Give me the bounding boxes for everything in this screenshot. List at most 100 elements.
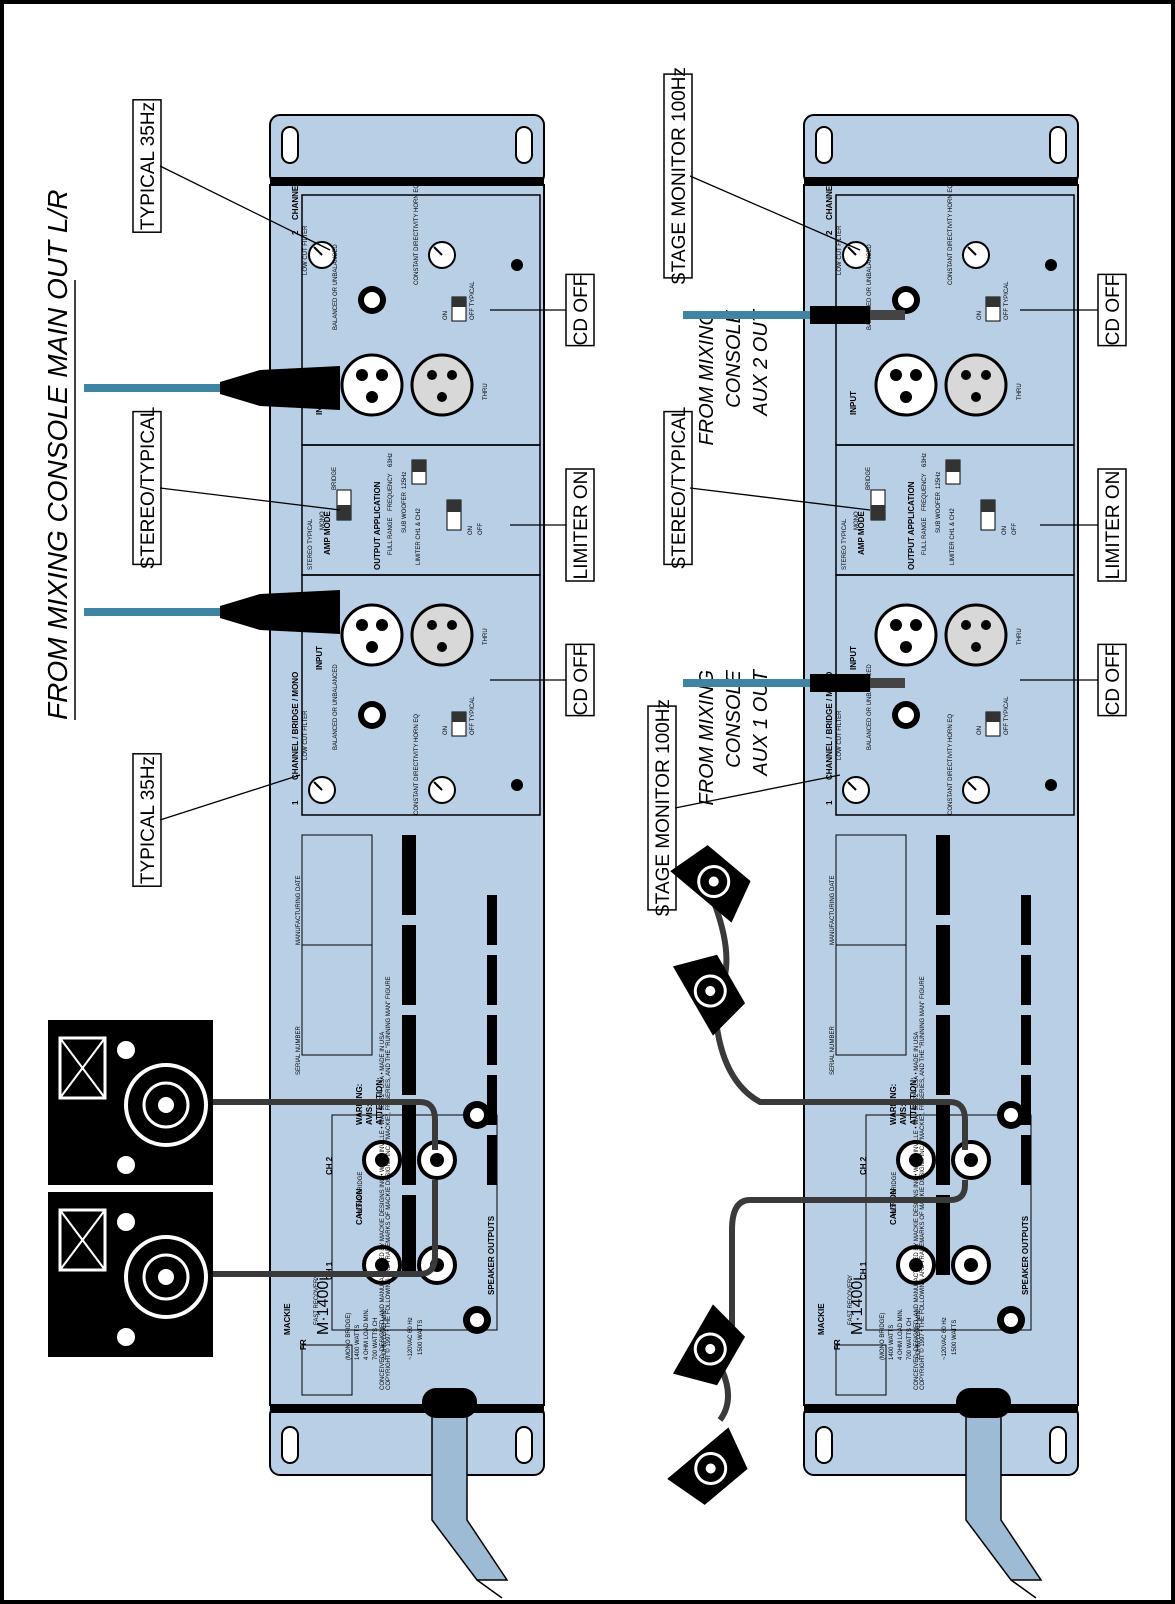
left-ch2-label: CHANNEL	[291, 181, 300, 220]
right-ch1-jack-plug-tip	[870, 678, 905, 688]
right-callout-limiter-text: LIMITER ON	[1103, 471, 1124, 580]
right-outapp-opt-2: FREQUENCY	[922, 473, 928, 511]
right-ch1-lowcut: LOW CUT FILTER	[837, 710, 843, 760]
right-callout-ch2-filter: STAGE MONITOR 100Hz	[663, 67, 693, 285]
left-ch1-label: CHANNEL / BRIDGE / MONO	[291, 672, 300, 780]
left-avis: AVIS:	[365, 1104, 374, 1125]
left-spk-ch1: CH 1	[325, 1261, 334, 1280]
left-brand: MACKIE	[283, 1303, 292, 1335]
left-output-app: OUTPUT APPLICATION	[373, 481, 382, 570]
left-callout-ch2-cd-text: CD OFF	[571, 275, 592, 346]
right-ch2-off: OFF TYPICAL	[1004, 281, 1010, 320]
right-ampmode: AMP MODE	[857, 510, 866, 555]
left-leader-ch2-filter	[159, 165, 331, 251]
left-spec-3: 700 WATTS CH	[373, 1318, 379, 1360]
left-speaker-ch1	[48, 1192, 213, 1357]
right-monitor-2a	[670, 845, 751, 923]
left-ch2-balanced: BALANCED OR UNBALANCED	[333, 244, 339, 330]
left-ampmode: AMP MODE	[323, 510, 332, 555]
right-ch2-lowcut: LOW CUT FILTER	[837, 225, 843, 275]
left-made-in: CONCEIVED, DESIGNED, AND MANUFACTURED BY…	[380, 1032, 386, 1390]
right-spec-2: 4 OHM LOAD MIN.	[898, 1308, 904, 1360]
right-source-ch2-1: CONSOLE	[723, 309, 745, 407]
right-outapp-opt-0: FULL RANGE	[922, 518, 928, 555]
left-outapp-opt-2: FREQUENCY	[388, 473, 394, 511]
left-ch1-off: OFF TYPICAL	[470, 696, 476, 735]
right-power-cord-plug	[956, 1388, 1011, 1418]
right-callout-ch1-cd: CD OFF	[1097, 643, 1127, 717]
left-power-0: ~120VAC 60 Hz	[408, 1317, 414, 1360]
left-outapp-opt-4: 63Hz	[388, 453, 394, 467]
left-leader-ch1-filter	[159, 774, 301, 821]
left-callout-ch2-cd: CD OFF	[565, 273, 595, 347]
right-output-app: OUTPUT APPLICATION	[907, 481, 916, 570]
right-ch2-thru: THRU	[1017, 383, 1023, 400]
right-callout-amp-mode-text: STEREO/TYPICAL	[669, 407, 690, 570]
right-ch1-jack-plug	[683, 674, 905, 692]
right-leader-amp-mode	[689, 487, 871, 511]
right-limiter-opt-1: OFF	[1012, 523, 1018, 535]
right-callout-ch1-filter-text: STAGE MONITOR 100Hz	[653, 699, 674, 917]
right-ch2-input: INPUT	[849, 391, 858, 415]
left-ch2-on: ON	[443, 311, 449, 320]
right-monitor-2b	[672, 954, 746, 1036]
left-ch1-input: INPUT	[315, 646, 324, 670]
right-outapp-opt-1: SUB WOOFER	[936, 491, 942, 533]
left-ampmode-opt-2: BRIDGE	[332, 467, 338, 490]
left-callout-ch2-filter: TYPICAL 35Hz	[132, 99, 162, 233]
right-source-ch1-0: FROM MIXING	[696, 670, 718, 806]
left-ch2-lowcut: LOW CUT FILTER	[303, 225, 309, 275]
right-monitor-1a	[672, 1304, 746, 1386]
left-spec-2: 4 OHM LOAD MIN.	[364, 1308, 370, 1360]
right-outapp-opt-3: 125Hz	[936, 472, 942, 489]
left-ampmode-opt-1: MONO	[320, 511, 326, 530]
left-speaker-ch2	[48, 1020, 213, 1185]
left-limiter: LIMITER CH1 & CH2	[416, 508, 422, 565]
left-heading: FROM MIXING CONSOLE MAIN OUT L/R	[42, 190, 73, 720]
right-monitor-1b	[667, 1427, 748, 1505]
right-caution: CAUTION	[889, 1188, 898, 1225]
right-avis: AVIS:	[899, 1104, 908, 1125]
left-model: M·1400i	[315, 1277, 332, 1335]
right-spec-1: 1400 WATTS	[889, 1325, 895, 1360]
right-ch2-jack-plug-body	[810, 306, 870, 324]
left-copyright: COPYRIGHT © 1997 • THE FOLLOWING ARE TRA…	[385, 976, 392, 1390]
left-series: FR	[299, 1339, 308, 1350]
left-callout-amp-mode: STEREO/TYPICAL	[132, 407, 162, 569]
left-ch1-thru: THRU	[483, 628, 489, 645]
right-mfg: MANUFACTURING DATE	[830, 875, 836, 945]
right-callout-ch2-cd-text: CD OFF	[1103, 275, 1124, 346]
right-outapp-opt-4: 63Hz	[922, 453, 928, 467]
right-ch2-balanced: BALANCED OR UNBALANCED	[867, 244, 873, 330]
left-callout-ch1-cd: CD OFF	[565, 643, 595, 717]
right-source-ch1-2: AUX 1 OUT	[750, 668, 772, 776]
right-ch1-off: OFF TYPICAL	[1004, 696, 1010, 735]
right-ampmode-opt-1: MONO	[854, 511, 860, 530]
right-source-ch2-0: FROM MIXING	[696, 310, 718, 446]
left-ch1-cd: CONSTANT DIRECTIVITY HORN EQ	[414, 714, 420, 815]
left-leader-amp-mode	[159, 487, 341, 511]
right-mono-bridge: MONO BRIDGE	[892, 1172, 898, 1215]
left-power-cord-plug	[422, 1388, 477, 1418]
right-series: FR	[833, 1339, 842, 1350]
left-outapp-opt-1: SUB WOOFER	[402, 491, 408, 533]
left-caution: CAUTION	[355, 1188, 364, 1225]
left-outapp-opt-3: 125Hz	[402, 472, 408, 489]
right-ch1-jack-plug-body	[810, 674, 870, 692]
right-callout-ch2-cd: CD OFF	[1097, 273, 1127, 347]
left-ch2-xlr-plug-cable	[84, 384, 220, 392]
right-brand: MACKIE	[817, 1303, 826, 1335]
right-serial: SERIAL NUMBER	[830, 1026, 836, 1075]
right-callout-ch2-filter-box	[663, 73, 693, 279]
left-limiter-opt-0: ON	[468, 526, 474, 535]
right-ch1-thru: THRU	[1017, 628, 1023, 645]
left-speaker-ch1-cable	[213, 1180, 438, 1277]
right-ch1-input: INPUT	[849, 646, 858, 670]
left-ch1-balanced: BALANCED OR UNBALANCED	[333, 664, 339, 750]
right-callout-amp-mode: STEREO/TYPICAL	[663, 407, 693, 570]
right-power-cord	[956, 1388, 1043, 1599]
left-callout-ch2-filter-text: TYPICAL 35Hz	[138, 102, 159, 230]
